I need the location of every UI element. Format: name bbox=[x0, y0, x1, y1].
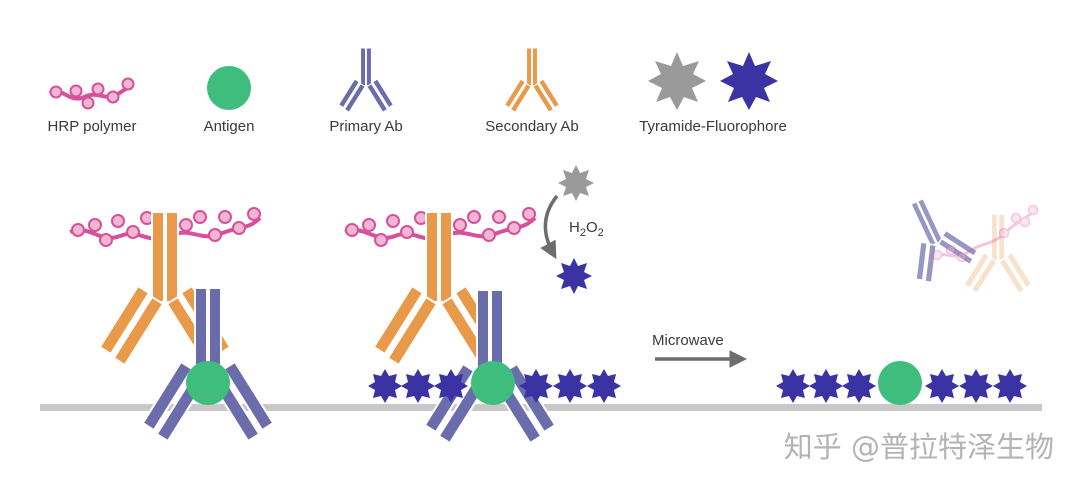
legend-secondary-antibody-icon bbox=[503, 47, 561, 113]
microwave-label: Microwave bbox=[652, 332, 724, 349]
legend-label-primary-ab: Primary Ab bbox=[329, 118, 403, 135]
tyramide-active-icon bbox=[556, 258, 592, 294]
panel-3-deposited-fluorophores bbox=[776, 369, 1027, 403]
panel-1-antigen bbox=[186, 361, 230, 405]
legend-hrp-polymer-icon bbox=[48, 77, 135, 110]
legend-label-tyramide: Tyramide-Fluorophore bbox=[639, 118, 787, 135]
activation-arrow bbox=[540, 194, 559, 260]
panel-2-deposited-fluorophores bbox=[368, 369, 621, 403]
tyramide-inactive-icon bbox=[558, 165, 594, 201]
legend-tyramide-inactive-icon bbox=[648, 52, 706, 110]
reagent-label: H2O2 bbox=[569, 219, 604, 239]
legend-label-hrp-polymer: HRP polymer bbox=[47, 118, 137, 135]
panel-3-antigen bbox=[878, 361, 922, 405]
panel-3-released-primary-antibody bbox=[909, 197, 979, 284]
panel-1-hrp-polymer bbox=[69, 207, 262, 247]
panel-2-antigen bbox=[471, 361, 515, 405]
panel-2-hrp-polymer bbox=[344, 207, 537, 247]
panel-3-released-secondary-antibody bbox=[963, 213, 1033, 295]
legend-antigen-icon bbox=[207, 66, 251, 110]
legend-label-secondary-ab: Secondary Ab bbox=[485, 118, 579, 135]
panel-3-released-hrp-polymer bbox=[931, 204, 1039, 263]
legend-label-antigen: Antigen bbox=[203, 118, 255, 135]
legend-tyramide-active-icon bbox=[720, 52, 778, 110]
watermark: 知乎 @普拉特泽生物 bbox=[783, 430, 1054, 464]
legend-primary-antibody-icon bbox=[337, 47, 395, 113]
